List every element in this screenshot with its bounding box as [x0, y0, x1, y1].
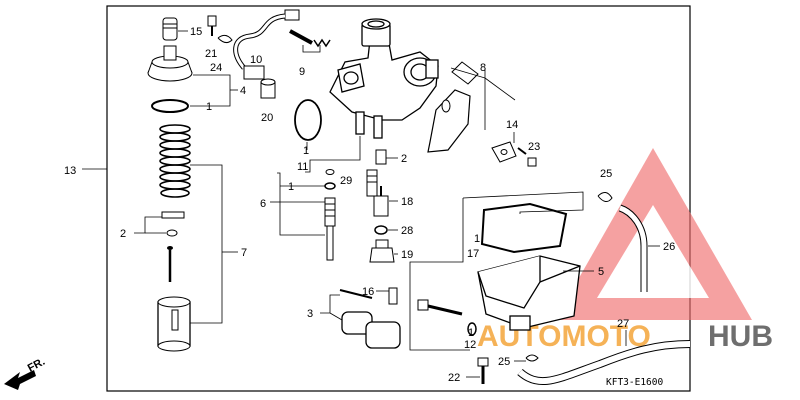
callout-7: 7: [241, 247, 247, 259]
part-21-screw: [207, 15, 217, 36]
leader: [329, 312, 343, 321]
leader: [409, 198, 470, 351]
leader: [190, 74, 231, 107]
callout-27: 27: [617, 318, 629, 330]
callout-29: 29: [340, 175, 352, 187]
callout-16: 16: [362, 286, 374, 298]
leader: [450, 67, 516, 101]
diagram-code: KFT3-E1600: [606, 377, 663, 388]
callout-8: 8: [480, 62, 486, 74]
part-25-clip-top: [597, 192, 613, 202]
part-piston: [157, 296, 191, 352]
callout-15: 15: [190, 26, 202, 38]
leader: [302, 45, 321, 53]
leader: [277, 172, 325, 236]
part-4-top-cover: [147, 45, 193, 82]
callout-1-b: 1: [303, 145, 309, 157]
callout-1-c: 1: [288, 181, 294, 193]
leader: [305, 136, 361, 173]
part-27-drain-tube: [517, 340, 691, 385]
part-10-choke-cable: [233, 9, 300, 80]
callout-25-a: 25: [600, 168, 612, 180]
part-9-idle-screw: [289, 29, 331, 48]
front-direction-label: FR.: [26, 356, 47, 375]
part-18-needle-jet: [373, 186, 389, 217]
part-29-slow-jet: [366, 169, 378, 197]
part-6-main-jet-holder: [324, 197, 336, 261]
watermark-logo: AUTOMOTO HUB: [477, 148, 773, 353]
leader: [320, 294, 340, 314]
callout-9: 9: [299, 66, 305, 78]
float-chamber-box: [462, 191, 584, 214]
part-3-float: [339, 289, 401, 349]
callout-25-b: 25: [498, 356, 510, 368]
part-8-bracket: [427, 61, 479, 153]
part-5-float-chamber: [477, 255, 581, 331]
part-carburetor-body: [329, 18, 439, 139]
part-2-jet: [375, 149, 387, 165]
part-23-bolt: [517, 147, 537, 167]
callout-11: 11: [297, 161, 308, 173]
part-14-clamp: [491, 141, 517, 163]
callout-19: 19: [401, 249, 413, 261]
part-2-clip: [161, 211, 185, 237]
part-24-clamp: [217, 34, 233, 44]
callout-1-a: 1: [206, 101, 212, 113]
callout-2-a: 2: [120, 228, 126, 240]
callout-3: 3: [307, 308, 313, 320]
callout-22: 22: [448, 372, 460, 384]
part-1-oring-top: [151, 99, 189, 113]
part-1-oring-body: [294, 99, 322, 141]
callout-26: 26: [663, 241, 675, 253]
callout-1-e: 1: [468, 327, 474, 339]
diagram-frame: [106, 5, 691, 392]
part-air-screw: [417, 299, 463, 316]
callout-4: 4: [240, 85, 246, 97]
callout-13: 13: [64, 165, 76, 177]
callout-18: 18: [401, 196, 413, 208]
callout-2-b: 2: [401, 153, 407, 165]
callout-28: 28: [401, 225, 413, 237]
part-17-gasket: [480, 202, 568, 254]
callout-14: 14: [506, 119, 518, 131]
watermark-brand-part2: HUB: [708, 320, 773, 353]
watermark-triangle-inner: [597, 205, 709, 298]
callout-5: 5: [598, 266, 604, 278]
callout-6: 6: [260, 198, 266, 210]
part-jet-needle: [167, 246, 173, 282]
callout-10: 10: [250, 54, 262, 66]
callout-12: 12: [464, 339, 476, 351]
callout-1-d: 1: [474, 233, 480, 245]
callout-24: 24: [210, 62, 222, 74]
callout-23: 23: [528, 141, 540, 153]
part-1-washer: [324, 169, 336, 190]
watermark-brand-part1: AUTOMOTO: [477, 320, 651, 353]
part-25-clip-bottom: [525, 354, 539, 362]
part-26-tube: [618, 204, 648, 292]
callout-17: 17: [467, 248, 479, 260]
part-19-float-valve: [369, 239, 395, 263]
callout-21: 21: [205, 48, 217, 60]
front-direction-arrow: FR.: [4, 356, 47, 390]
part-20-plunger: [260, 78, 276, 99]
part-22-bolt: [477, 357, 489, 384]
leader: [190, 164, 223, 324]
part-12-oring: [467, 322, 477, 336]
part-28-washer: [374, 225, 388, 235]
part-16-drain-screw: [388, 287, 398, 305]
part-7-spring: [159, 124, 191, 198]
part-15-cap: [162, 17, 178, 41]
leader: [134, 216, 162, 234]
callout-20: 20: [261, 112, 273, 124]
